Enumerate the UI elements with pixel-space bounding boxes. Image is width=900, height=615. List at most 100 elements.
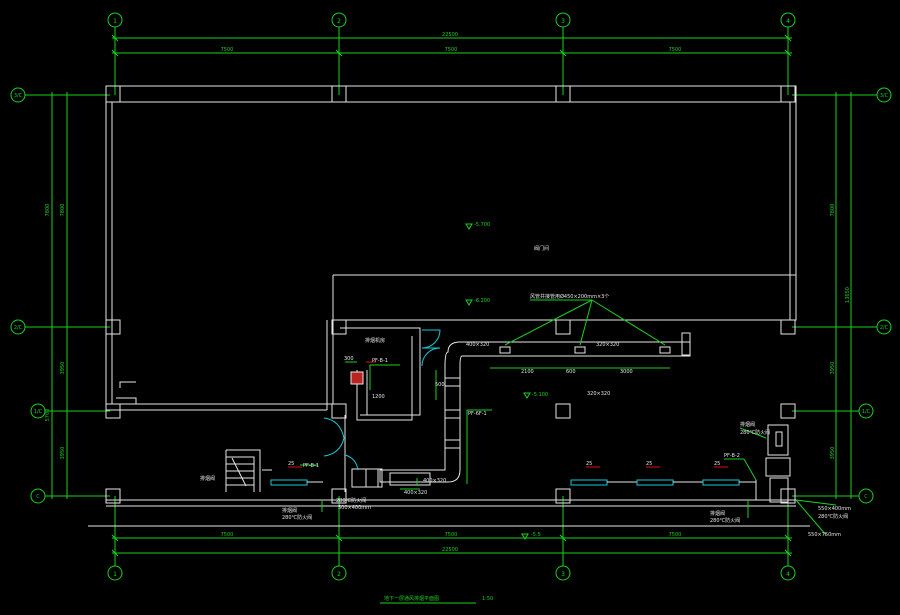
structural-columns [105, 85, 796, 504]
fan-right-tag: PF-B-2 [724, 453, 740, 459]
grid-label-2c-right: 2/C [880, 325, 889, 331]
column [105, 488, 121, 504]
drawing-scale: 1:50 [482, 596, 493, 602]
grid-label-4-bottom: 4 [786, 571, 790, 578]
riser-note: PF-6F-1 [468, 411, 487, 417]
column [331, 85, 347, 103]
grid-label-1c-right: 1/C [862, 409, 871, 415]
level-label-1: -5.700 [474, 222, 490, 228]
dim-left-4: 5700 [45, 409, 51, 422]
grid-label-c-left: C [36, 494, 40, 500]
air-qty-2: 25 [586, 461, 592, 467]
grid-bubbles-rows: 3/C 2/C 1/C C 3/C 2/C 1/C C [10, 87, 892, 504]
building-walls [88, 85, 810, 527]
level-label-4: -5.5 [531, 532, 541, 538]
column [780, 403, 796, 419]
level-markers [465, 223, 531, 540]
level-marker [465, 299, 473, 306]
duct-size-2: 320×320 [596, 342, 619, 348]
air-qty-4: 25 [714, 461, 720, 467]
level-marker [465, 223, 473, 230]
equipment-box [767, 424, 789, 456]
grid-label-3c-right: 3/C [880, 93, 889, 99]
column [331, 319, 347, 335]
door-swing [421, 347, 441, 367]
duct-spacing-3: 3000 [620, 369, 633, 375]
column [105, 85, 121, 103]
axis-lines [25, 27, 877, 566]
size-note-1: 500×400mm [338, 505, 371, 511]
duct-main-note: 风管井接管用Ø450×200mm×3个 [530, 293, 609, 300]
dim-left-2: 7800 [60, 204, 66, 217]
dimension-bottom: 7500 7500 7500 22500 [111, 532, 792, 557]
fan-unit-red [350, 371, 364, 385]
level-label-2: -6.200 [474, 298, 490, 304]
leader-lines [300, 299, 837, 536]
dimension-top: 22500 7500 7500 7500 [111, 32, 792, 57]
dim-top-overall: 22500 [442, 32, 458, 38]
column [555, 488, 571, 504]
column [105, 403, 121, 419]
grid-bubbles-top: 1 2 3 4 [107, 12, 796, 28]
grid-label-1-bottom: 1 [113, 571, 117, 578]
dim-top-seg-3: 7500 [669, 47, 682, 53]
column [555, 85, 571, 103]
dim-right-1: 7800 [830, 204, 836, 217]
room-label: 阀门间 [534, 245, 549, 252]
valve-note-left-3: 280℃防火阀 [282, 514, 312, 521]
dim-bottom-overall: 22500 [442, 547, 458, 553]
door-swing [323, 417, 345, 439]
valve-note-right-2: 280℃防火阀 [710, 517, 740, 524]
dim-bottom-seg-1: 7500 [221, 532, 234, 538]
level-marker [523, 392, 531, 399]
grille [499, 346, 511, 354]
column [780, 319, 796, 335]
column [331, 488, 347, 504]
dim-left-5: 3950 [60, 447, 66, 460]
stairs [116, 381, 272, 492]
grid-label-2-bottom: 2 [337, 571, 341, 578]
size-note-2b: 280℃防火阀 [818, 513, 848, 520]
grid-label-4-top: 4 [786, 18, 790, 25]
dim-right-2: 13650 [845, 287, 851, 303]
dimension-left: 7800 7800 3950 5700 3950 [45, 92, 68, 499]
duct-size-grille-4: 400×320 [404, 490, 427, 496]
grid-bubbles-bottom: 1 2 3 4 [107, 565, 796, 581]
valve-note-1: 排烟阀 [740, 421, 755, 428]
air-qty-3: 25 [646, 461, 652, 467]
equipment-room-label: 排烟机房 [365, 337, 385, 344]
grille [659, 346, 671, 354]
column [105, 319, 121, 335]
dim-bottom-seg-2: 7500 [445, 532, 458, 538]
air-qty-1: 25 [288, 461, 294, 467]
valve-note-left: 280℃防火阀 [336, 497, 366, 504]
door-swing [323, 437, 345, 457]
equipment-outline [119, 381, 136, 388]
dim-top-seg-2: 7500 [445, 47, 458, 53]
annotations: -5.700 阀门间 -6.200 风管井接管用Ø450×200mm×3个 排烟… [200, 222, 851, 538]
grille-size-3: 300 [344, 356, 354, 362]
dim-left-3: 3950 [60, 362, 66, 375]
duct-end-cap [681, 332, 691, 356]
size-note-3: 550×750mm [808, 532, 841, 538]
valve-note-left-2: 排烟阀 [282, 507, 297, 514]
door-swing [421, 329, 441, 349]
duct-size-3: 400×320 [423, 478, 446, 484]
exhaust-pipes [270, 479, 756, 486]
grid-label-3-top: 3 [561, 18, 565, 25]
level-marker [521, 533, 529, 540]
ductwork [350, 332, 791, 503]
dimension-right: 7800 13650 3950 3950 [830, 92, 852, 499]
grille-size-2: 500 [435, 382, 445, 388]
valve-note-2: 280℃防火阀 [740, 429, 770, 436]
valve-note-stairs: 排烟阀 [200, 475, 215, 482]
fan-left-tag: PF-B-1 [303, 463, 319, 469]
level-label-3: -5.100 [532, 392, 548, 398]
column [331, 403, 347, 419]
drawing-title-block: 地下一层通风排烟平面图 1:50 [380, 595, 493, 604]
grid-label-c-right: C [864, 494, 868, 500]
level-tick-marks [288, 361, 728, 468]
grid-label-2-top: 2 [337, 18, 341, 25]
grid-label-3-bottom: 3 [561, 571, 565, 578]
